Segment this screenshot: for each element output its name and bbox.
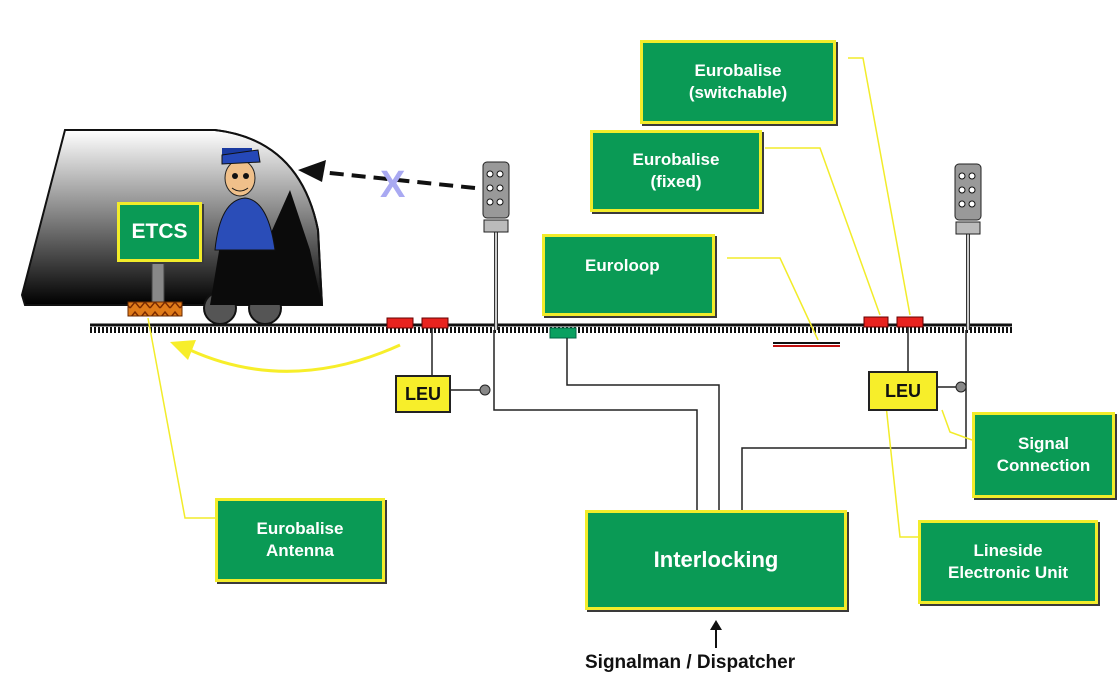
transmission-arrow bbox=[170, 340, 401, 373]
label-eurobalise-fixed: Eurobalise (fixed) bbox=[590, 130, 762, 212]
label-euroloop: Euroloop bbox=[542, 234, 715, 316]
balise-fixed bbox=[863, 316, 889, 328]
etcs-post bbox=[151, 261, 165, 303]
dispatcher-label: Signalman / Dispatcher bbox=[585, 652, 796, 673]
cross-mark: X bbox=[380, 164, 406, 206]
signal-left bbox=[482, 161, 510, 330]
euroloop-cable-box bbox=[549, 327, 577, 339]
signal-right bbox=[954, 163, 982, 330]
label-signal-connection: Signal Connection bbox=[972, 412, 1115, 498]
label-eurobalise-switchable: Eurobalise (switchable) bbox=[640, 40, 836, 124]
leader-lines bbox=[147, 57, 973, 538]
leu-right: LEU bbox=[868, 371, 938, 411]
balise-left-2 bbox=[421, 317, 449, 329]
eurobalise-antenna bbox=[127, 301, 183, 317]
lamp-connector-right bbox=[955, 381, 967, 393]
etcs-sign: ETCS bbox=[117, 202, 202, 262]
dispatcher-arrow bbox=[710, 620, 722, 648]
wiring bbox=[431, 327, 967, 510]
balise-left-1 bbox=[386, 317, 414, 329]
lamp-connector-left bbox=[479, 384, 491, 396]
driver-figure bbox=[214, 148, 276, 251]
leu-left: LEU bbox=[395, 375, 451, 413]
visual-signal-arrow bbox=[298, 160, 476, 190]
label-eurobalise-antenna: Eurobalise Antenna bbox=[215, 498, 385, 582]
label-lineside-electronic-unit: Lineside Electronic Unit bbox=[918, 520, 1098, 604]
interlocking-box: Interlocking bbox=[585, 510, 847, 610]
balise-switchable bbox=[896, 316, 924, 328]
